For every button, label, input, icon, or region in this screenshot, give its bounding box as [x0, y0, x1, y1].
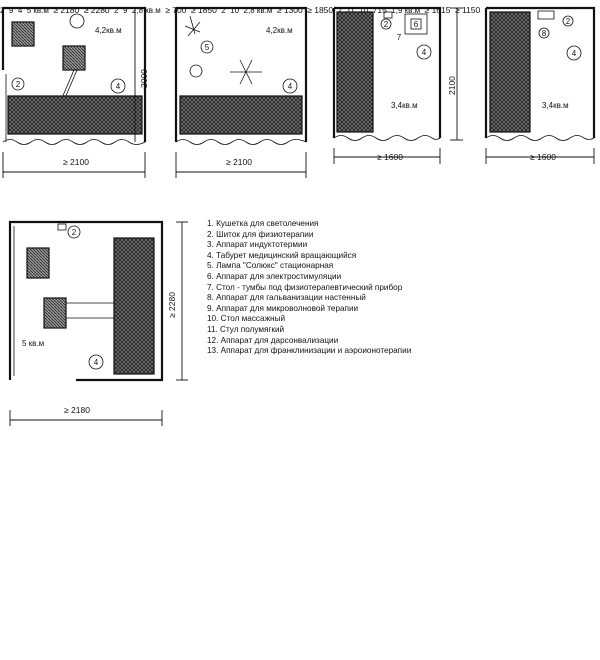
room-1-height: 2000: [139, 69, 149, 88]
equipment-legend: 1. Кушетка для светолечения 2. Шиток для…: [207, 219, 439, 357]
room-2-area: 4,2кв.м: [266, 26, 293, 35]
solux-lamp-icon: [230, 59, 262, 85]
legend-item: 12. Аппарат для дарсонвализации: [207, 335, 339, 345]
legend-item: 2. Шиток для физиотерапии: [207, 229, 314, 239]
room-5-height: ≥ 2280: [167, 292, 177, 318]
light-therapy-couch: [336, 11, 374, 133]
room-6-width: ≥ 2180: [53, 5, 80, 15]
legend-item: 6. Аппарат для электростимуляции: [207, 271, 342, 281]
room-5-area: 5 кв.м: [22, 339, 44, 348]
room-8-height: ≥ 1850: [307, 5, 334, 15]
lamp-circle: [69, 13, 85, 29]
room-9-height: ≥ 1150: [454, 5, 481, 15]
solux-lamp-icon: [184, 15, 201, 37]
room-1-plan: 2 4 4,2кв.м ≥ 2100 2000: [1, 6, 149, 178]
light-therapy-couch: [7, 95, 143, 135]
mark-4: 4: [17, 6, 23, 15]
room-2-width: ≥ 2100: [226, 157, 252, 167]
mark-2: 2: [566, 17, 571, 26]
mark-10: 10: [230, 6, 240, 15]
mark-2: 2: [72, 228, 77, 237]
mark-2: 2: [384, 20, 389, 29]
legend-item: 4. Табурет медицинский вращающийся: [207, 250, 357, 260]
microwave-apparatus: 4 5 кв.м ≥ 2180 ≥ 2280: [18, 0, 114, 17]
induction-apparatus: [11, 21, 35, 47]
room-3-height: 2100: [447, 76, 457, 95]
mark-5: 5: [205, 43, 210, 52]
room-4-area: 3,4кв.м: [542, 101, 569, 110]
room-2-plan: 5 4 4,2кв.м ≥ 2100: [174, 6, 308, 178]
room-9-area: 1,9 кв.м: [391, 6, 421, 15]
microwave-apparatus: 9 4 5 кв.м ≥ 2180 ≥ 2280: [9, 0, 114, 17]
mark-9: 9: [123, 6, 128, 15]
mark-4: 4: [572, 49, 577, 58]
room-8-width: ≥ 1300: [276, 5, 303, 15]
room-5-width: ≥ 2180: [64, 405, 90, 415]
room-9-plan: 2 11 10 715 1,9 кв.м ≥ 1615 ≥ 1150: [338, 0, 481, 17]
wall-panel: 2 10 2,8 кв.м ≥ 1300 ≥ 1850: [221, 0, 337, 17]
mark-4: 4: [422, 48, 427, 57]
room-7-area: 2,8 кв.м: [131, 6, 161, 15]
legend-item: 3. Аппарат индуктотермии: [207, 240, 308, 250]
induction-apparatus: [62, 45, 86, 71]
legend-item: 7. Стол - тумбы под физиотерапевтический…: [207, 282, 403, 292]
legend-item: 8. Аппарат для гальванизации настенный: [207, 293, 366, 303]
mark-11: 11: [346, 6, 355, 15]
legend-item: 13. Аппарат для франклинизации и аэроион…: [207, 346, 412, 356]
microwave-apparatus: 2 10 2,8 кв.м ≥ 1300 ≥ 1850: [221, 0, 337, 17]
mark-2: 2: [16, 80, 21, 89]
room-8-area: 2,8 кв.м: [243, 6, 273, 15]
light-therapy-couch: [489, 11, 531, 133]
mark-7: 7: [397, 33, 402, 42]
room-8-plan: 2 10 2,8 кв.м ≥ 1300 ≥ 1850: [221, 0, 337, 17]
induction-apparatus: [43, 297, 67, 329]
room-4-plan: 8 2 4 3,4кв.м ≥ 1600: [484, 6, 596, 164]
legend-item: 5. Лампа "Солюкс" стационарная: [207, 261, 334, 271]
mark-10: 10: [359, 6, 369, 15]
galvanization-apparatus: [537, 10, 555, 20]
legend-item: 1. Кушетка для светолечения: [207, 219, 319, 228]
room-7-height: ≥ 1850: [190, 5, 217, 15]
mark-2: 2: [221, 6, 226, 15]
induction-apparatus: 2 10 2,8 кв.м ≥ 1300 ≥ 1850: [221, 0, 337, 17]
mark-6: 6: [414, 20, 419, 29]
massage-table: 2 11 10 715 1,9 кв.м ≥ 1615 ≥ 1150: [338, 0, 481, 17]
mark-2: 2: [114, 6, 119, 15]
mark-2: 2: [337, 6, 343, 15]
massage-table: 2 10 2,8 кв.м ≥ 1300 ≥ 1850: [221, 0, 337, 17]
induction-apparatus: [26, 247, 50, 279]
room-1-area: 4,2кв.м: [95, 26, 122, 35]
induction-apparatus: 2 10 2,8 кв.м ≥ 1300 ≥ 1850: [221, 0, 337, 17]
room-3-plan: 2 6 7 4 3,4кв.м ≥ 1600 2100: [332, 6, 463, 164]
light-therapy-couch: [113, 237, 155, 375]
legend-item: 10. Стол массажный: [207, 314, 286, 324]
room-9-width: ≥ 1615: [424, 5, 451, 15]
room-6-area: 5 кв.м: [26, 6, 49, 15]
mark-9: 9: [8, 6, 14, 15]
room-5-plan: 2 4 5 кв.м ≥ 2180 ≥ 2280: [8, 220, 188, 426]
mark-4: 4: [116, 82, 121, 91]
light-therapy-couch: [179, 95, 303, 135]
mark-4: 4: [94, 358, 99, 367]
room-9-inner-dim: 715: [372, 5, 387, 15]
room-6-height: ≥ 2280: [83, 5, 110, 15]
legend-item: 11. Стул полумягкий: [207, 324, 285, 334]
mark-4: 4: [288, 82, 293, 91]
room-4-width: ≥ 1600: [530, 152, 556, 162]
room-3-width: ≥ 1600: [377, 152, 403, 162]
room-3-area: 3,4кв.м: [391, 101, 418, 110]
mark-8: 8: [542, 29, 547, 38]
semi-soft-chair: 2 11 10 715 1,9 кв.м ≥ 1615 ≥ 1150: [338, 0, 481, 17]
room-1-width: ≥ 2100: [63, 157, 89, 167]
legend-item: 9. Аппарат для микроволновой терапии: [207, 303, 359, 313]
